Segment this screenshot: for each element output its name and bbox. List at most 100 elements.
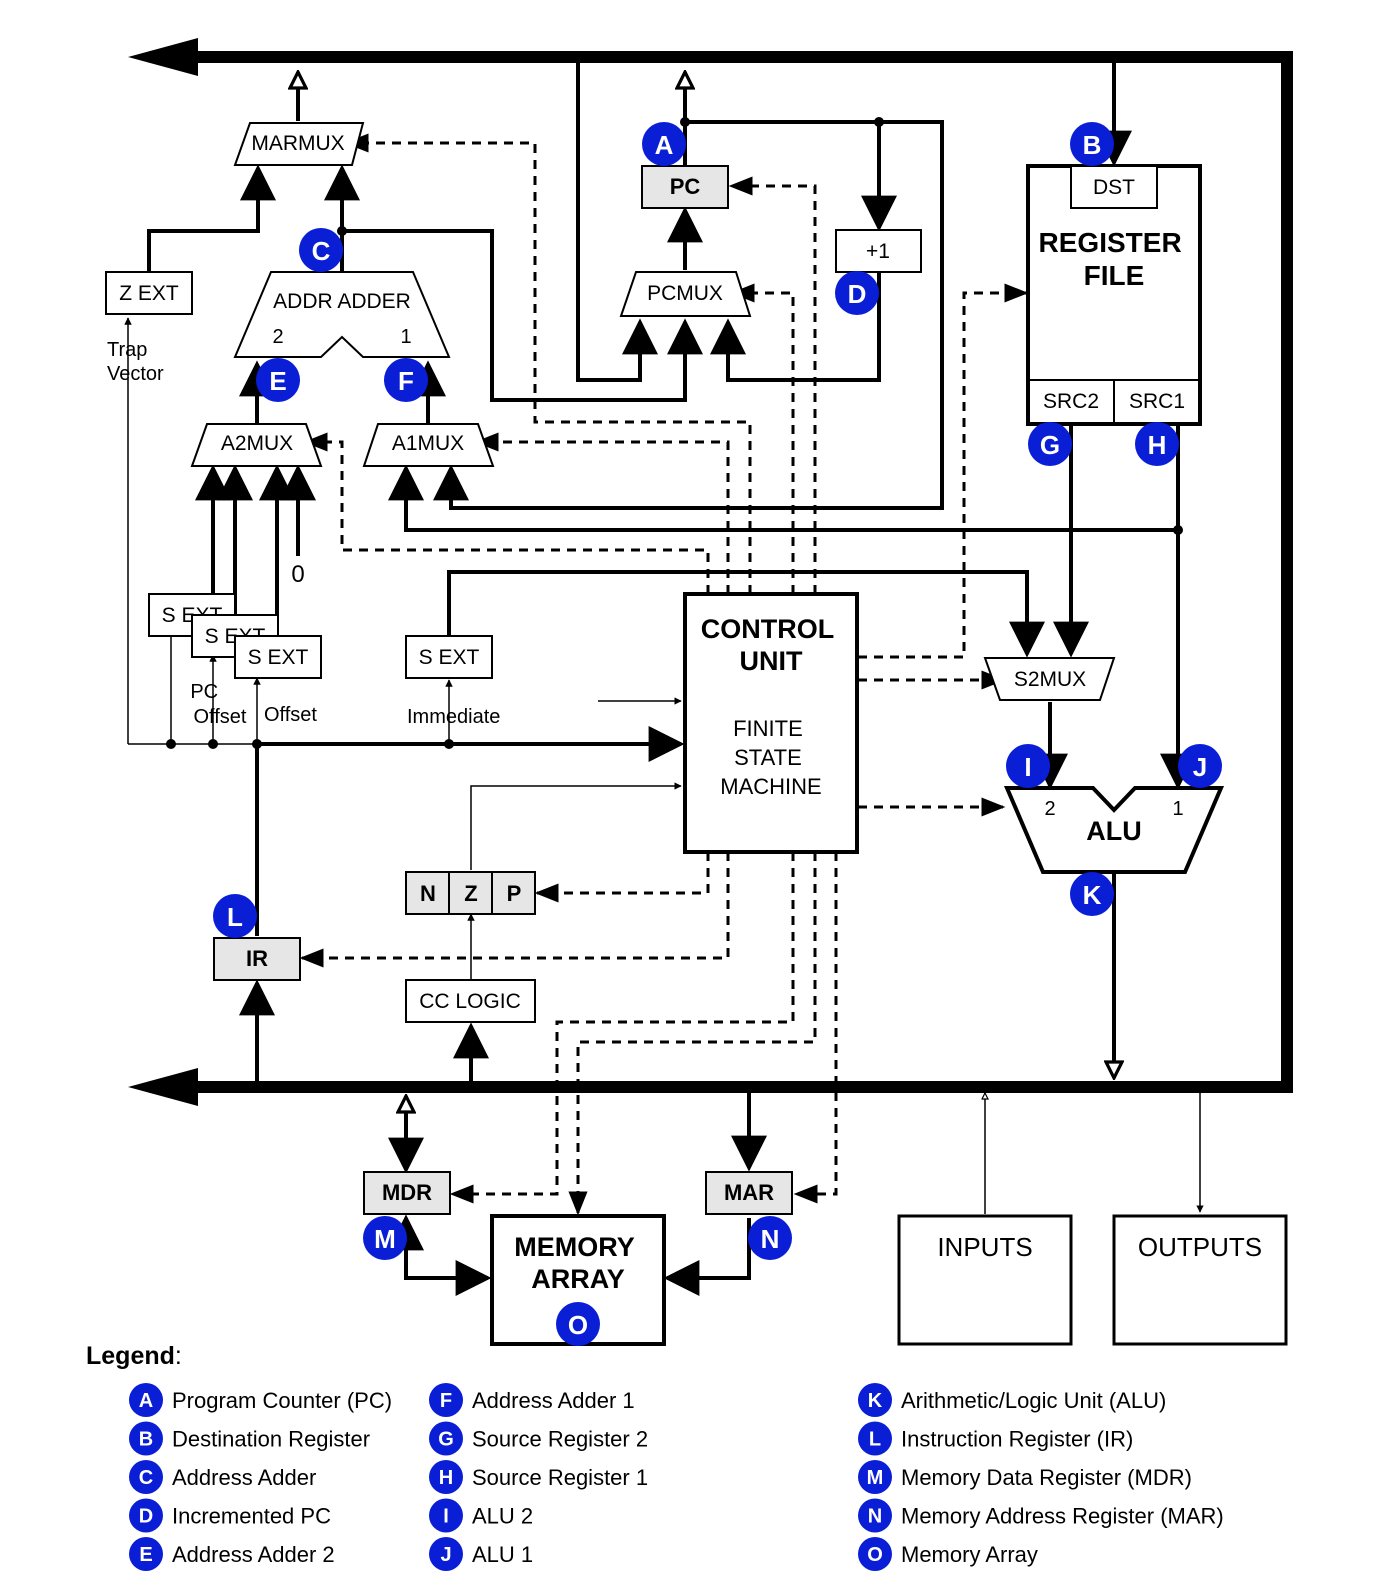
svg-text:E: E: [139, 1544, 152, 1566]
legend-badge: [129, 1383, 163, 1417]
legend-item-c: C Address Adder: [129, 1460, 316, 1494]
svg-text:A: A: [139, 1390, 153, 1412]
legend-badge: [429, 1460, 463, 1494]
svg-text:1: 1: [1172, 798, 1183, 820]
svg-text:K: K: [868, 1390, 883, 1412]
svg-text:C: C: [312, 236, 331, 266]
badge-f: F: [384, 358, 428, 402]
badge-a: A: [642, 122, 686, 166]
register-file: DST REGISTER FILE SRC2 SRC1: [1026, 164, 1202, 426]
badge-l: L: [213, 894, 257, 938]
legend-label: Address Adder: [172, 1465, 316, 1490]
svg-text:H: H: [439, 1467, 453, 1489]
svg-text:S EXT: S EXT: [248, 646, 309, 669]
badge-c: C: [299, 228, 343, 272]
junction-dots: [166, 117, 1183, 749]
svg-text:C: C: [139, 1467, 153, 1489]
legend-label: Instruction Register (IR): [901, 1427, 1133, 1452]
sext-box-3: S EXT: [234, 635, 322, 679]
trap-vector-label: Trap Vector: [107, 339, 164, 385]
legend-label: Program Counter (PC): [172, 1388, 392, 1413]
control-unit: CONTROL UNIT FINITE STATE MACHINE: [683, 592, 859, 854]
svg-text:I: I: [1024, 752, 1031, 782]
svg-text:L: L: [227, 902, 243, 932]
legend-item-l: L Instruction Register (IR): [858, 1421, 1133, 1456]
svg-text:L: L: [869, 1429, 881, 1451]
nzp-condition-codes: N Z P: [405, 871, 536, 915]
legend-label: Memory Array: [901, 1542, 1038, 1567]
svg-text:1: 1: [400, 326, 411, 348]
legend-badge: [429, 1498, 463, 1533]
zext-box: Z EXT: [105, 271, 193, 315]
svg-text:M: M: [374, 1224, 396, 1254]
badge-e: E: [256, 358, 300, 402]
immediate-label: Immediate: [407, 706, 500, 728]
svg-text:2: 2: [1044, 798, 1055, 820]
legend-label: Arithmetic/Logic Unit (ALU): [901, 1388, 1166, 1413]
a1mux: A1MUX: [362, 423, 495, 467]
svg-text:P: P: [507, 881, 522, 906]
legend-label: Incremented PC: [172, 1504, 331, 1529]
svg-text:S EXT: S EXT: [419, 646, 480, 669]
badge-g: G: [1028, 422, 1072, 466]
svg-text:Z: Z: [464, 881, 477, 906]
legend-title: Legend:: [86, 1342, 182, 1370]
svg-text:MAR: MAR: [724, 1180, 774, 1205]
svg-text:M: M: [867, 1467, 884, 1489]
marmux: MARMUX: [233, 122, 365, 166]
badge-j: J: [1178, 744, 1222, 788]
svg-text:O: O: [568, 1310, 588, 1340]
badge-o: O: [556, 1302, 600, 1346]
svg-text:MARMUX: MARMUX: [251, 132, 344, 155]
control-signals: [299, 133, 1029, 1216]
legend-label: Source Register 2: [472, 1427, 648, 1452]
svg-text:J: J: [1193, 752, 1207, 782]
legend-badge: [429, 1421, 463, 1456]
top-bus: [128, 38, 1287, 76]
legend-badge: [129, 1460, 163, 1494]
svg-text:H: H: [1148, 430, 1167, 460]
svg-text:A: A: [655, 130, 674, 160]
svg-text:N: N: [868, 1506, 882, 1528]
legend-label: Address Adder 1: [472, 1388, 635, 1413]
badge-h: H: [1135, 422, 1179, 466]
badge-k: K: [1070, 872, 1114, 916]
svg-text:FINITE STATE MACHI: FINITE STATE MACHINE: [720, 716, 821, 799]
svg-text:INPUTS: INPUTS: [937, 1232, 1032, 1262]
svg-text:A1MUX: A1MUX: [392, 432, 464, 455]
svg-text:CC LOGIC: CC LOGIC: [419, 990, 521, 1013]
badge-i: I: [1006, 744, 1050, 788]
a2mux: A2MUX: [190, 423, 323, 467]
svg-text:2: 2: [272, 326, 283, 348]
svg-text:I: I: [443, 1506, 449, 1528]
s2mux: S2MUX: [983, 657, 1116, 701]
legend-badge: [429, 1537, 463, 1571]
legend-label: Destination Register: [172, 1427, 370, 1452]
svg-text:ADDR ADDER: ADDR ADDER: [273, 290, 411, 313]
bottom-bus: [128, 1068, 1293, 1106]
instruction-register: IR: [213, 937, 301, 981]
address-adder: ADDR ADDER 2 1: [233, 271, 451, 358]
svg-text:D: D: [139, 1506, 153, 1528]
sext-immediate-box: S EXT: [405, 635, 493, 679]
svg-text:D: D: [848, 279, 867, 309]
cc-logic: CC LOGIC: [405, 979, 536, 1023]
svg-text:Z EXT: Z EXT: [119, 282, 179, 305]
svg-text:PC: PC: [670, 174, 701, 199]
legend-badge: [858, 1537, 892, 1571]
legend-badge: [129, 1537, 163, 1571]
zero-constant: 0: [291, 561, 304, 588]
offset-label: Offset: [264, 704, 317, 726]
svg-text:CONTROL UNIT: CONTROL UNIT: [701, 614, 842, 676]
